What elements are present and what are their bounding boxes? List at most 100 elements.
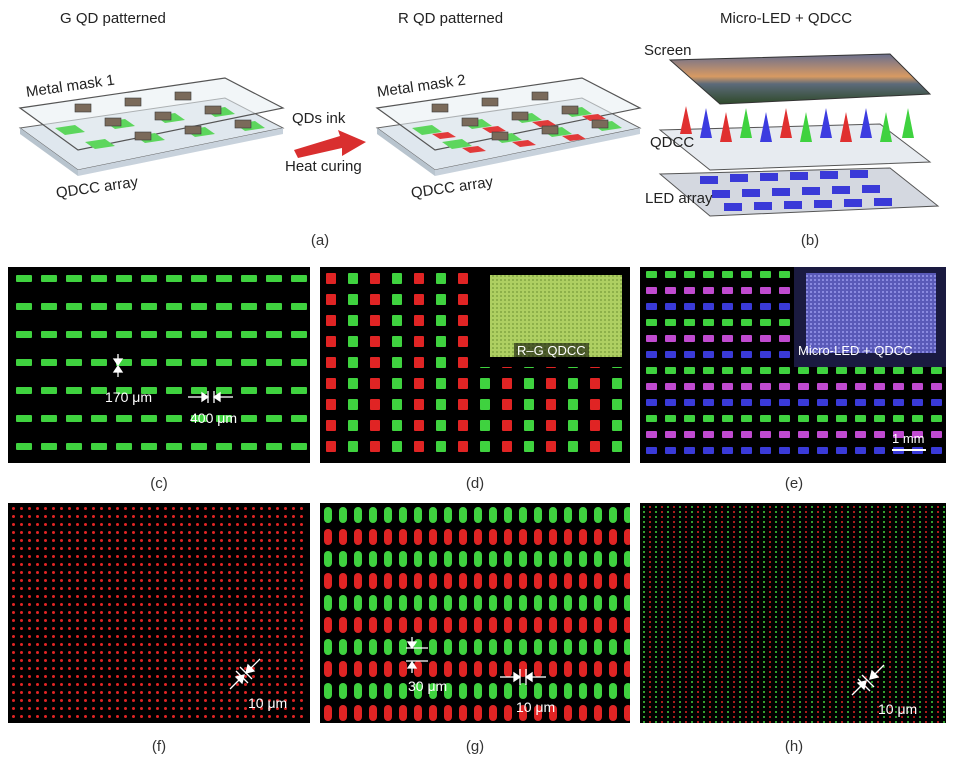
pixel (877, 511, 879, 513)
pixel (733, 506, 735, 508)
pixel (913, 641, 915, 643)
pixel (685, 656, 687, 658)
pixel (871, 611, 873, 613)
pixel (172, 587, 175, 590)
pixel (624, 551, 630, 567)
pixel (369, 551, 377, 567)
pixel (727, 626, 729, 628)
size-label-h: 10 μm (878, 701, 918, 717)
pixel (787, 721, 789, 723)
pixel (733, 706, 735, 708)
pixel (268, 595, 271, 598)
pixel (609, 595, 617, 611)
pixel (579, 705, 587, 721)
pixel (823, 561, 825, 563)
pixel (907, 506, 909, 508)
pixel (901, 681, 903, 683)
pixel (140, 651, 143, 654)
pixel (643, 596, 645, 598)
pixel (775, 671, 777, 673)
pixel (865, 661, 867, 663)
pixel (148, 627, 151, 630)
pixel (12, 555, 15, 558)
pixel (36, 595, 39, 598)
pixel (156, 571, 159, 574)
pixel (925, 701, 927, 703)
pixel (871, 561, 873, 563)
pixel (204, 563, 207, 566)
pixel (44, 699, 47, 702)
pixel (709, 536, 711, 538)
pixel (480, 441, 490, 452)
pixel (907, 681, 909, 683)
pixel (108, 579, 111, 582)
pixel (12, 635, 15, 638)
pixel (697, 551, 699, 553)
pixel (931, 586, 933, 588)
pixel (140, 675, 143, 678)
pixel (100, 595, 103, 598)
pixel (266, 443, 282, 450)
pixel (703, 541, 705, 543)
pixel (835, 641, 837, 643)
pixel (489, 617, 497, 633)
pixel (196, 691, 199, 694)
pixel (132, 579, 135, 582)
pixel (733, 531, 735, 533)
pixel (703, 606, 705, 608)
pixel (685, 551, 687, 553)
pixel (673, 611, 675, 613)
pixel (865, 696, 867, 698)
pixel (757, 581, 759, 583)
pixel (156, 515, 159, 518)
pixel (733, 651, 735, 653)
pixel (691, 551, 693, 553)
pixel (100, 571, 103, 574)
pixel (943, 526, 945, 528)
pixel (811, 696, 813, 698)
pixel (874, 447, 885, 454)
pixel (429, 529, 437, 545)
pixel (853, 681, 855, 683)
pixel (697, 591, 699, 593)
pixel (745, 626, 747, 628)
pixel (715, 536, 717, 538)
pixel (124, 531, 127, 534)
pixel (931, 367, 942, 374)
pixel (52, 515, 55, 518)
pixel (823, 616, 825, 618)
pixel (757, 591, 759, 593)
pixel (661, 546, 663, 548)
pixel (769, 566, 771, 568)
pixel (100, 611, 103, 614)
pixel (847, 546, 849, 548)
pixel (148, 667, 151, 670)
pixel (92, 579, 95, 582)
pixel (266, 359, 282, 366)
pixel (124, 691, 127, 694)
pixel (36, 547, 39, 550)
pixel (370, 315, 380, 326)
pixel (895, 541, 897, 543)
pixel (196, 683, 199, 686)
pixel (715, 671, 717, 673)
pixel (841, 576, 843, 578)
pixel (715, 646, 717, 648)
pixel (925, 676, 927, 678)
pixel (775, 621, 777, 623)
pixel (895, 546, 897, 548)
pixel (673, 691, 675, 693)
pixel (913, 616, 915, 618)
pixel (124, 659, 127, 662)
pixel (76, 595, 79, 598)
pixel (919, 691, 921, 693)
pixel (715, 591, 717, 593)
pixel (739, 591, 741, 593)
pixel (907, 596, 909, 598)
pixel (68, 539, 71, 542)
pixel (943, 601, 945, 603)
pixel (781, 581, 783, 583)
pixel (685, 676, 687, 678)
pixel (148, 571, 151, 574)
pixel (931, 431, 942, 438)
